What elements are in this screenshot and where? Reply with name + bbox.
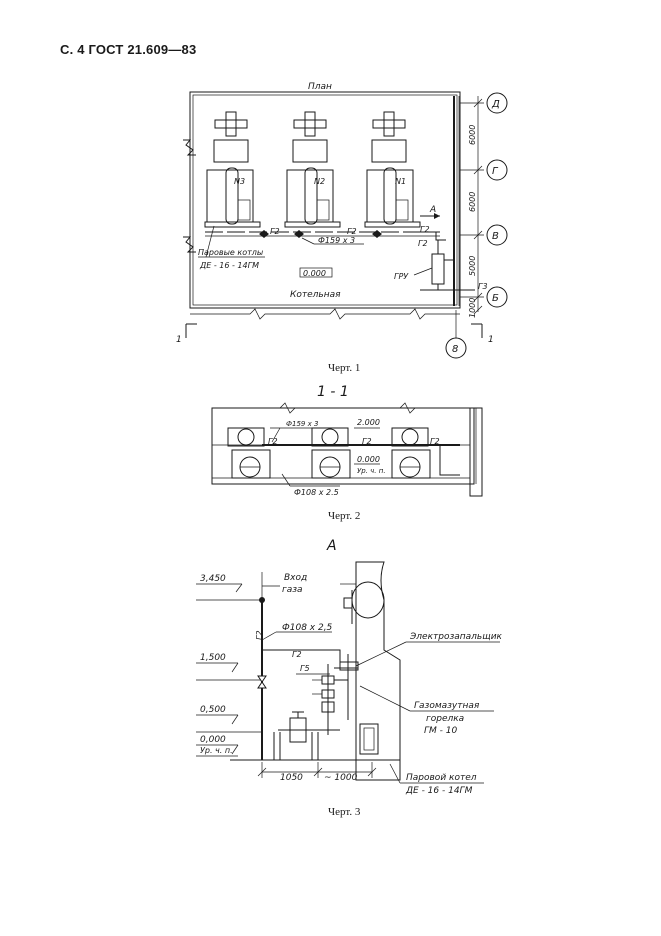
- level-0000: 0,000: [200, 735, 226, 745]
- boiler-label-line2: ДЕ - 16 - 14ГМ: [405, 786, 473, 796]
- burner-label-line2: горелка: [426, 714, 464, 724]
- section-diameter-top: Ф159 х 3: [286, 420, 318, 428]
- boiler-n2: [284, 111, 341, 228]
- gas-inlet-line2: газа: [282, 585, 303, 595]
- fig3-floor-label: Ур. ч. п.: [200, 746, 233, 755]
- plan-level-mark: 0.000: [303, 269, 326, 278]
- pipe-g2-horizontal: Г2: [292, 650, 302, 659]
- dim-1000-approx: ~ 1000: [324, 773, 358, 783]
- pipe-label-g2-d: Г2: [418, 239, 428, 248]
- section-level-top: 2.000: [357, 418, 380, 427]
- axis-bubble-8: 8: [452, 344, 458, 355]
- gas-inlet-line1: Вход: [284, 573, 307, 583]
- dim-5000: 5000: [468, 256, 477, 276]
- fig2-caption: Черт. 2: [328, 510, 361, 522]
- dim-6000-top: 6000: [468, 125, 477, 145]
- page-header: С. 4 ГОСТ 21.609—83: [60, 42, 197, 57]
- plan-title: План: [308, 82, 332, 92]
- boiler-n1: [364, 111, 421, 228]
- level-1500: 1,500: [200, 653, 226, 663]
- pipe-label-g2-c: Г2: [420, 225, 430, 234]
- section-boiler-1: [227, 427, 271, 479]
- pipe-g5: Г5: [300, 664, 310, 673]
- fig3-title: А: [327, 538, 337, 554]
- boiler-label-n1: N1: [395, 177, 406, 186]
- view-a-diameter: Ф108 х 2,5: [282, 623, 333, 633]
- dim-1050: 1050: [280, 773, 303, 783]
- section-mark-left: 1: [176, 335, 182, 345]
- level-3450: 3,450: [200, 574, 226, 584]
- dim-6000-mid: 6000: [468, 192, 477, 212]
- boiler-label-line1: Паровой котел: [406, 773, 477, 783]
- view-a-mark: А: [429, 205, 436, 215]
- boilers-label-line2: ДЕ - 16 - 14ГМ: [199, 261, 259, 270]
- section-pipe-g2-a: Г2: [268, 437, 278, 446]
- axis-bubble-d: Д: [491, 99, 500, 110]
- boilers-label-line1: Паровые котлы: [198, 248, 263, 257]
- boiler-n3: [204, 111, 261, 228]
- gru-label: ГРУ: [394, 272, 409, 281]
- fig1-caption: Черт. 1: [328, 362, 361, 374]
- axis-bubble-v: В: [492, 231, 499, 242]
- section-mark-right: 1: [488, 335, 494, 345]
- section-diameter-bottom: Ф108 х 2.5: [294, 488, 339, 497]
- room-label: Котельная: [290, 290, 341, 300]
- burner-label-line3: ГМ - 10: [424, 726, 457, 736]
- axis-bubble-b: Б: [492, 293, 499, 304]
- pipe-label-g2-a: Г2: [270, 227, 280, 236]
- level-0500: 0,500: [200, 705, 226, 715]
- dim-1000: 1000: [468, 298, 477, 318]
- section-level-floor: 0.000: [357, 455, 380, 464]
- pipe-label-g2-b: Г2: [347, 227, 357, 236]
- fig2-title: 1 - 1: [317, 384, 349, 400]
- plan-diameter-label: Ф159 х 3: [318, 236, 355, 245]
- section-floor-label: Ур. ч. п.: [357, 467, 386, 475]
- igniter-label: Электрозапальщик: [409, 632, 503, 642]
- fig3-caption: Черт. 3: [328, 806, 361, 818]
- axis-bubble-g: Г: [492, 166, 499, 177]
- boiler-label-n3: N3: [234, 177, 245, 186]
- section-pipe-g2-c: Г2: [430, 437, 440, 446]
- boiler-label-n2: N2: [314, 177, 325, 186]
- burner-label-line1: Газомазутная: [414, 701, 480, 711]
- pipe-label-g3: Г3: [478, 282, 488, 291]
- section-pipe-g2-b: Г2: [362, 437, 372, 446]
- pipe-g2-vertical: Г2: [255, 630, 264, 640]
